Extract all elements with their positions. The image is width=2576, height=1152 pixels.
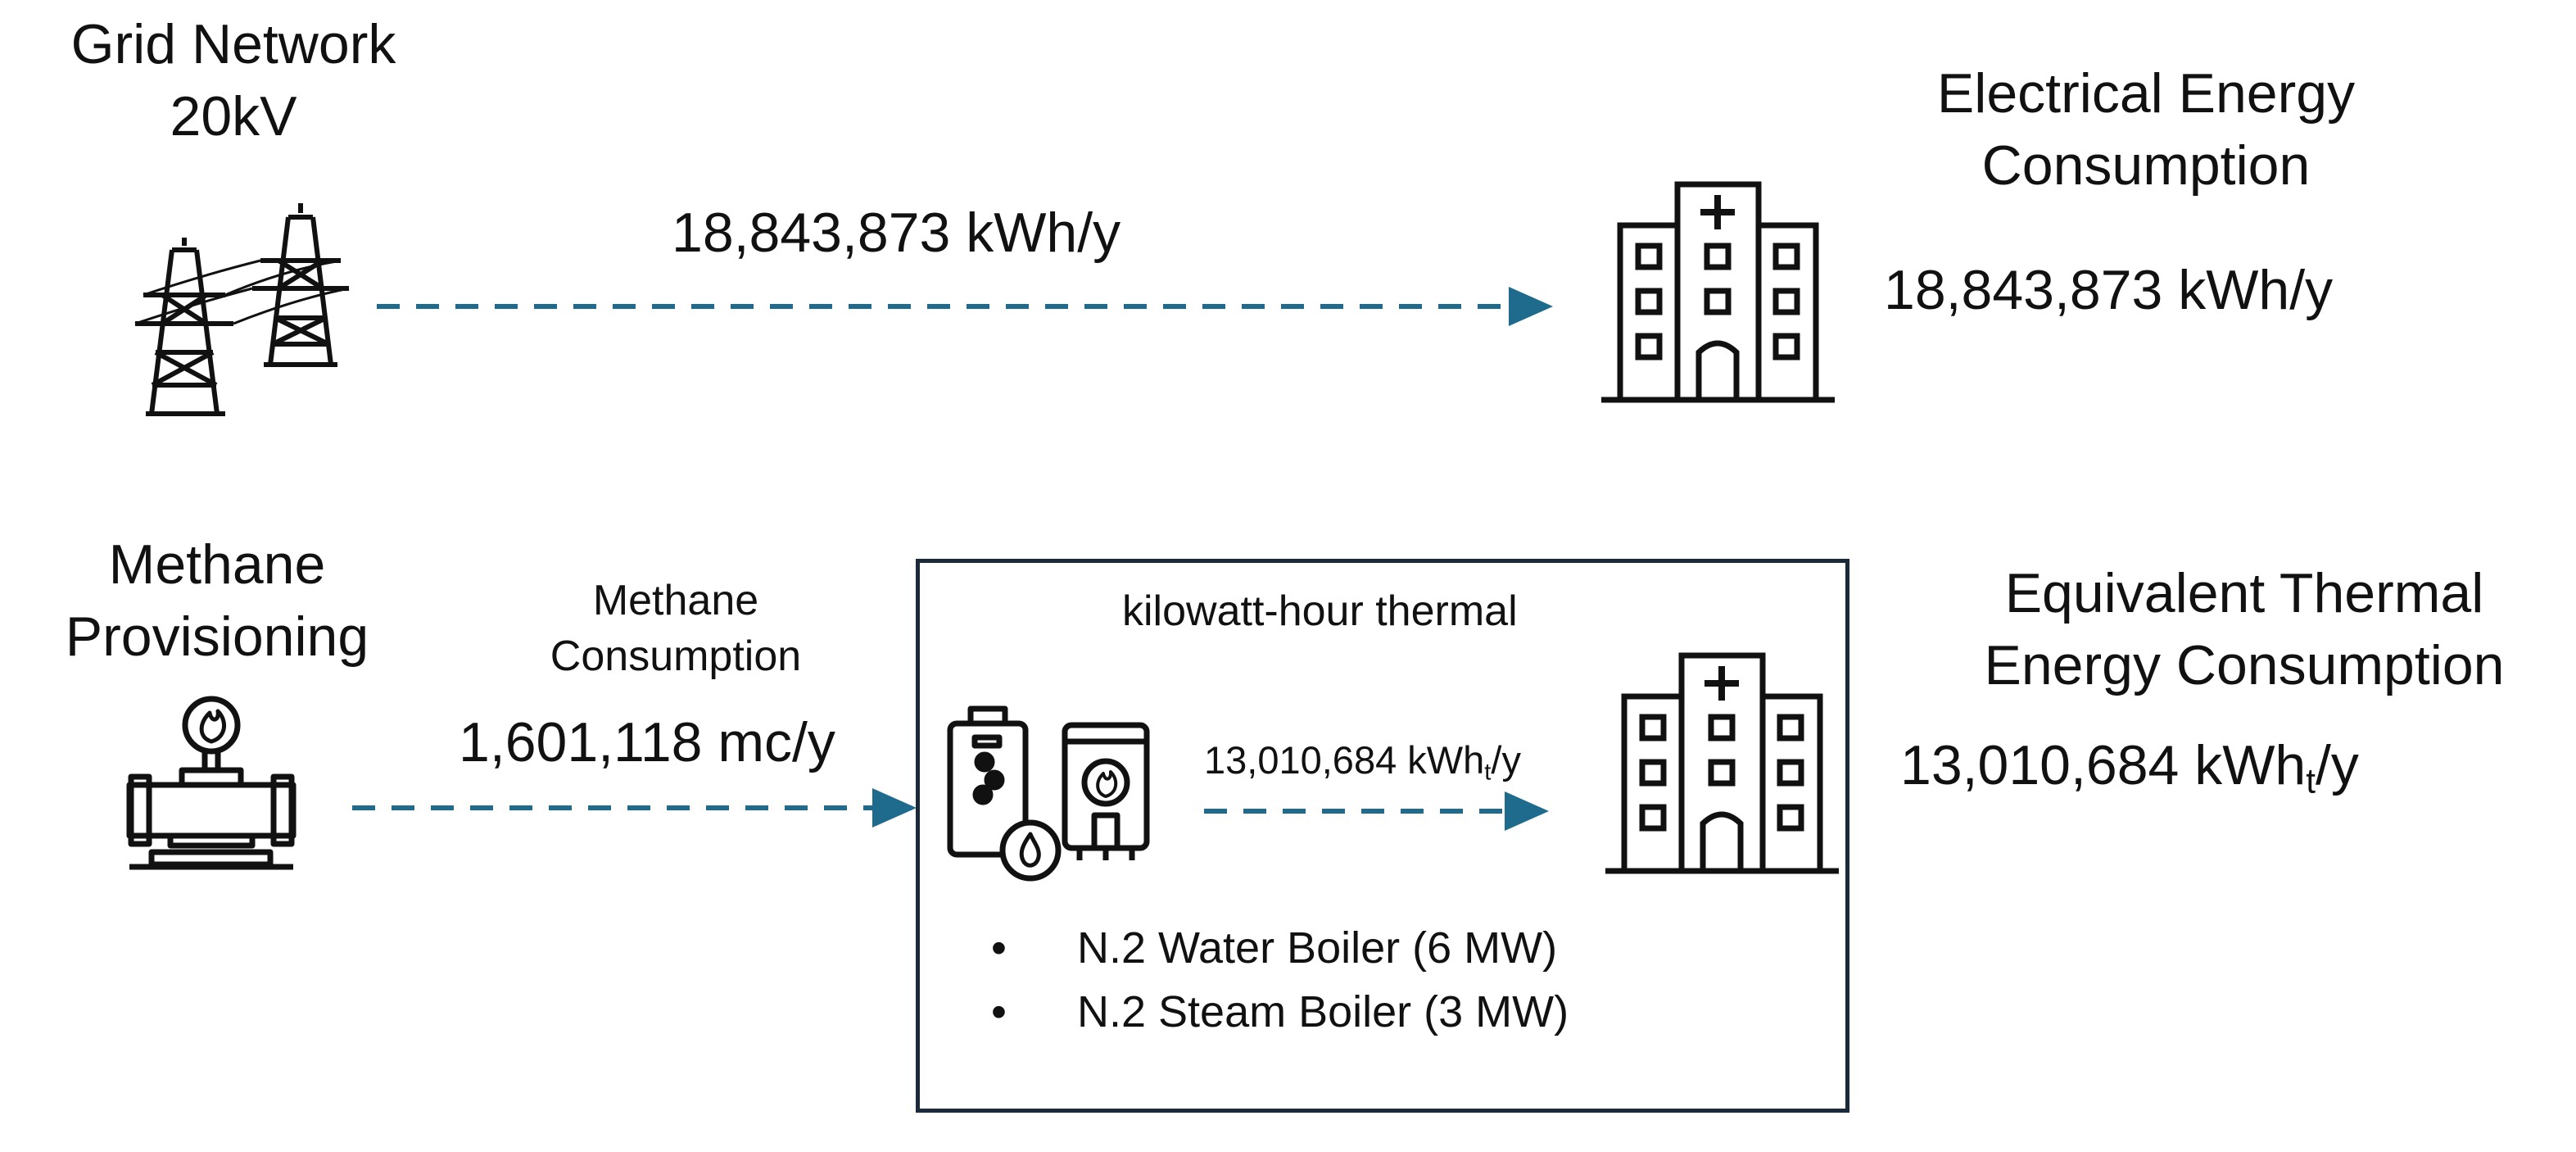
hospital-building-icon [1605,652,1839,874]
gas-pipeline-valve-icon [126,696,297,870]
list-item: N.2 Water Boiler (6 MW) [983,916,1569,980]
thermal-flow-value: 13,010,684 kWht/y [1204,735,1521,785]
grid-network-title-line2: 20kV [170,85,297,148]
methane-provisioning-title: Methane Provisioning [25,528,410,674]
grid-network-title-line1: Grid Network [70,13,396,75]
electric-consumer-title-line1: Electrical Energy [1936,62,2356,125]
thermal-consumer-value-sub: t [2306,761,2316,801]
thermal-consumer-value-prefix: 13,010,684 kWh [1900,734,2307,796]
thermal-consumer-title-line2: Energy Consumption [1984,634,2505,697]
methane-title-line2: Provisioning [65,605,369,669]
electric-consumer-title: Electrical Energy Consumption [1859,57,2433,202]
thermal-consumer-value-suffix: /y [2315,734,2359,796]
power-transmission-towers-icon [134,203,350,416]
boiler-box-title: kilowatt-hour thermal [1122,587,1518,635]
thermal-flow-value-prefix: 13,010,684 kWh [1204,738,1485,782]
methane-flow-label: Methane Consumption [512,574,840,684]
electric-consumer-value: 18,843,873 kWh/y [1884,259,2334,321]
thermal-flow-value-suffix: /y [1491,738,1521,782]
list-item: N.2 Steam Boiler (3 MW) [983,980,1569,1044]
electric-flow-value: 18,843,873 kWh/y [672,202,1121,264]
boiler-units-icon [947,705,1150,882]
electric-consumer-title-line2: Consumption [1981,134,2311,197]
thermal-consumer-title-line1: Equivalent Thermal [2004,562,2484,624]
boiler-list: N.2 Water Boiler (6 MW) N.2 Steam Boiler… [983,916,1569,1044]
methane-title-line1: Methane [108,533,326,596]
thermal-consumer-title: Equivalent Thermal Energy Consumption [1917,557,2572,702]
methane-flow-label-line1: Methane [592,577,759,624]
methane-flow-label-line2: Consumption [550,632,802,680]
hospital-building-icon [1601,181,1835,403]
thermal-consumer-value: 13,010,684 kWht/y [1900,729,2359,801]
boiler-group-box [916,559,1849,1113]
thermal-flow-value-sub: t [1484,759,1492,786]
methane-flow-value: 1,601,118 mc/y [459,711,835,773]
grid-network-title: Grid Network 20kV [16,8,450,153]
